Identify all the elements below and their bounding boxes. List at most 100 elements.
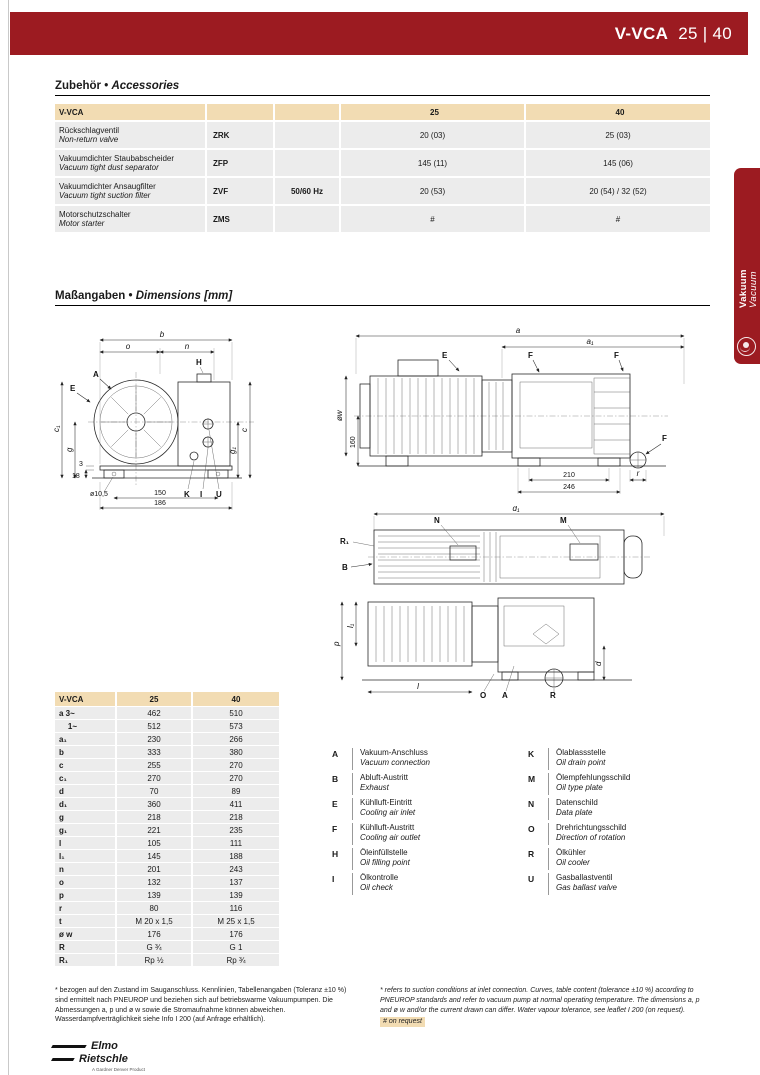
dimension-label: r — [59, 903, 63, 913]
logo-word-1: Elmo — [91, 1040, 118, 1052]
dimension-value-40: 188 — [191, 850, 279, 862]
plan-view-drawing: d₁ N M R₁ B p l₁ — [332, 506, 665, 700]
table-row: R G ¾ G 1 — [55, 941, 279, 953]
accessory-code: ZVF — [205, 178, 273, 204]
dimension-value-25: 132 — [115, 876, 191, 888]
company-logo: Elmo Rietschle A Gardner Denver Product — [51, 1040, 222, 1072]
dimension-value-40: 243 — [191, 863, 279, 875]
legend-entry: F Kühlluft-Austritt Cooling air outlet — [332, 823, 524, 845]
table-row: n 201 243 — [55, 863, 279, 875]
legend-entry: I Ölkontrolle Oil check — [332, 873, 524, 895]
legend-key: R — [528, 849, 535, 859]
table-row: d 70 89 — [55, 785, 279, 797]
callout-F1: F — [528, 351, 533, 360]
callout-F2: F — [614, 351, 619, 360]
callout-E-side: E — [442, 351, 448, 360]
dimension-value-40: 235 — [191, 824, 279, 836]
legend-entry: K Ölablassstelle Oil drain point — [528, 748, 710, 770]
dimension-label: t — [59, 916, 62, 926]
page-title: V-VCA 25 | 40 — [615, 24, 732, 44]
dimension-label: R₁ — [59, 955, 69, 965]
legend-term-en: Vacuum connection — [360, 758, 430, 768]
accessory-code: ZRK — [205, 122, 273, 148]
table-row: c 255 270 — [55, 759, 279, 771]
accessories-heading-bullet: • — [104, 80, 109, 92]
legend-term-en: Oil filling point — [360, 858, 410, 868]
legend-key: H — [332, 849, 339, 859]
dimensions-table-rows: a 3~ 462 510 1~ 512 573 a₁ 230 266 — [55, 707, 279, 966]
dimension-value-25: 270 — [115, 772, 191, 784]
legend-text: Gasballastventil Gas ballast valve — [548, 873, 710, 895]
dimension-value-25: 139 — [115, 889, 191, 901]
callout-U: U — [216, 490, 222, 499]
dim-c-label: c — [240, 428, 249, 432]
dimension-label: o — [59, 877, 64, 887]
logo-swoosh-bar-2 — [51, 1057, 75, 1061]
front-view-drawing: b o n c₁ g g₁ c 3 18 ø10,5 150 186 H A E — [52, 330, 254, 510]
accessory-frequency: 50/60 Hz — [273, 178, 339, 204]
dim-g-label: g — [65, 447, 74, 452]
chapter-tab-label-en: Vacuum — [748, 271, 759, 308]
table-row: p 139 139 — [55, 889, 279, 901]
dimension-label: l — [59, 838, 62, 848]
table-row: Vakuumdichter Staubabscheider Vacuum tig… — [55, 150, 710, 176]
legend-left-column: A Vakuum-Anschluss Vacuum connection B A… — [332, 748, 524, 898]
accessory-name-en: Non-return valve — [59, 135, 119, 144]
dim-ow-label: øw — [335, 409, 344, 421]
legend-term-en: Cooling air outlet — [360, 833, 421, 843]
dim-n-label: n — [185, 342, 190, 351]
legend-term-en: Cooling air inlet — [360, 808, 416, 818]
table-row: g 218 218 — [55, 811, 279, 823]
header-bar: V-VCA 25 | 40 — [10, 12, 748, 55]
table-row: R₁ Rp ½ Rp ¾ — [55, 954, 279, 966]
legend-term-de: Öleinfüllstelle — [360, 848, 408, 857]
accessory-name-de: Rückschlagventil — [59, 126, 120, 135]
accessory-name-de: Motorschutzschalter — [59, 210, 131, 219]
accessory-name: Motorschutzschalter Motor starter — [55, 206, 205, 232]
legend-entry: M Ölempfehlungsschild Oil type plate — [528, 773, 710, 795]
legend-entry: B Abluft-Austritt Exhaust — [332, 773, 524, 795]
accessory-value-25: 20 (03) — [339, 122, 524, 148]
logo-word-2: Rietschle — [79, 1052, 128, 1065]
legend-term-de: Abluft-Austritt — [360, 773, 409, 782]
dimensions-col-25: 25 — [115, 692, 191, 706]
accessories-col-40: 40 — [524, 104, 710, 120]
dimension-label: a 3~ — [59, 708, 75, 718]
footnote-english: * refers to suction conditions at inlet … — [380, 986, 710, 1028]
accessory-name: Vakuumdichter Ansaugfilter Vacuum tight … — [55, 178, 205, 204]
dim-hole-label: ø10,5 — [90, 491, 108, 498]
dimension-value-40: 270 — [191, 772, 279, 784]
legend-text: Abluft-Austritt Exhaust — [352, 773, 524, 795]
legend-right-column: K Ölablassstelle Oil drain point M Ölemp… — [528, 748, 710, 898]
brand-emblem-icon — [737, 337, 756, 356]
dim-g1-label: g₁ — [228, 447, 237, 454]
legend-entry: A Vakuum-Anschluss Vacuum connection — [332, 748, 524, 770]
accessory-value-40: 20 (54) / 32 (52) — [524, 178, 710, 204]
callout-B: B — [342, 563, 348, 572]
legend-entry: R Ölkühler Oil cooler — [528, 848, 710, 870]
dimension-value-25: 333 — [115, 746, 191, 758]
dimension-value-25: 218 — [115, 811, 191, 823]
accessory-name: Vakuumdichter Staubabscheider Vacuum tig… — [55, 150, 205, 176]
callout-A: A — [93, 370, 99, 379]
legend-term-de: Ölkühler — [556, 848, 586, 857]
dimensions-col-40: 40 — [191, 692, 279, 706]
dimension-value-40: 510 — [191, 707, 279, 719]
legend-term-en: Oil cooler — [556, 858, 590, 868]
chapter-tab-vacuum: Vakuum Vacuum — [734, 168, 760, 364]
legend-text: Ölkühler Oil cooler — [548, 848, 710, 870]
dimension-value-25: 512 — [115, 720, 191, 732]
dimension-label: g₁ — [59, 825, 68, 835]
dimension-value-40: 380 — [191, 746, 279, 758]
accessories-heading-en: Accessories — [111, 80, 180, 92]
legend-key: K — [528, 749, 535, 759]
dim-a1-label: a₁ — [587, 337, 594, 346]
dim-c1-label: c₁ — [52, 425, 61, 432]
legend-term-de: Ölkontrolle — [360, 873, 399, 882]
dim-160-label: 160 — [350, 436, 357, 448]
legend-text: Kühlluft-Austritt Cooling air outlet — [352, 823, 524, 845]
dimension-value-40: 573 — [191, 720, 279, 732]
table-row: g₁ 221 235 — [55, 824, 279, 836]
accessories-table: V-VCA 25 40 Rückschlagventil Non-return … — [55, 104, 710, 232]
